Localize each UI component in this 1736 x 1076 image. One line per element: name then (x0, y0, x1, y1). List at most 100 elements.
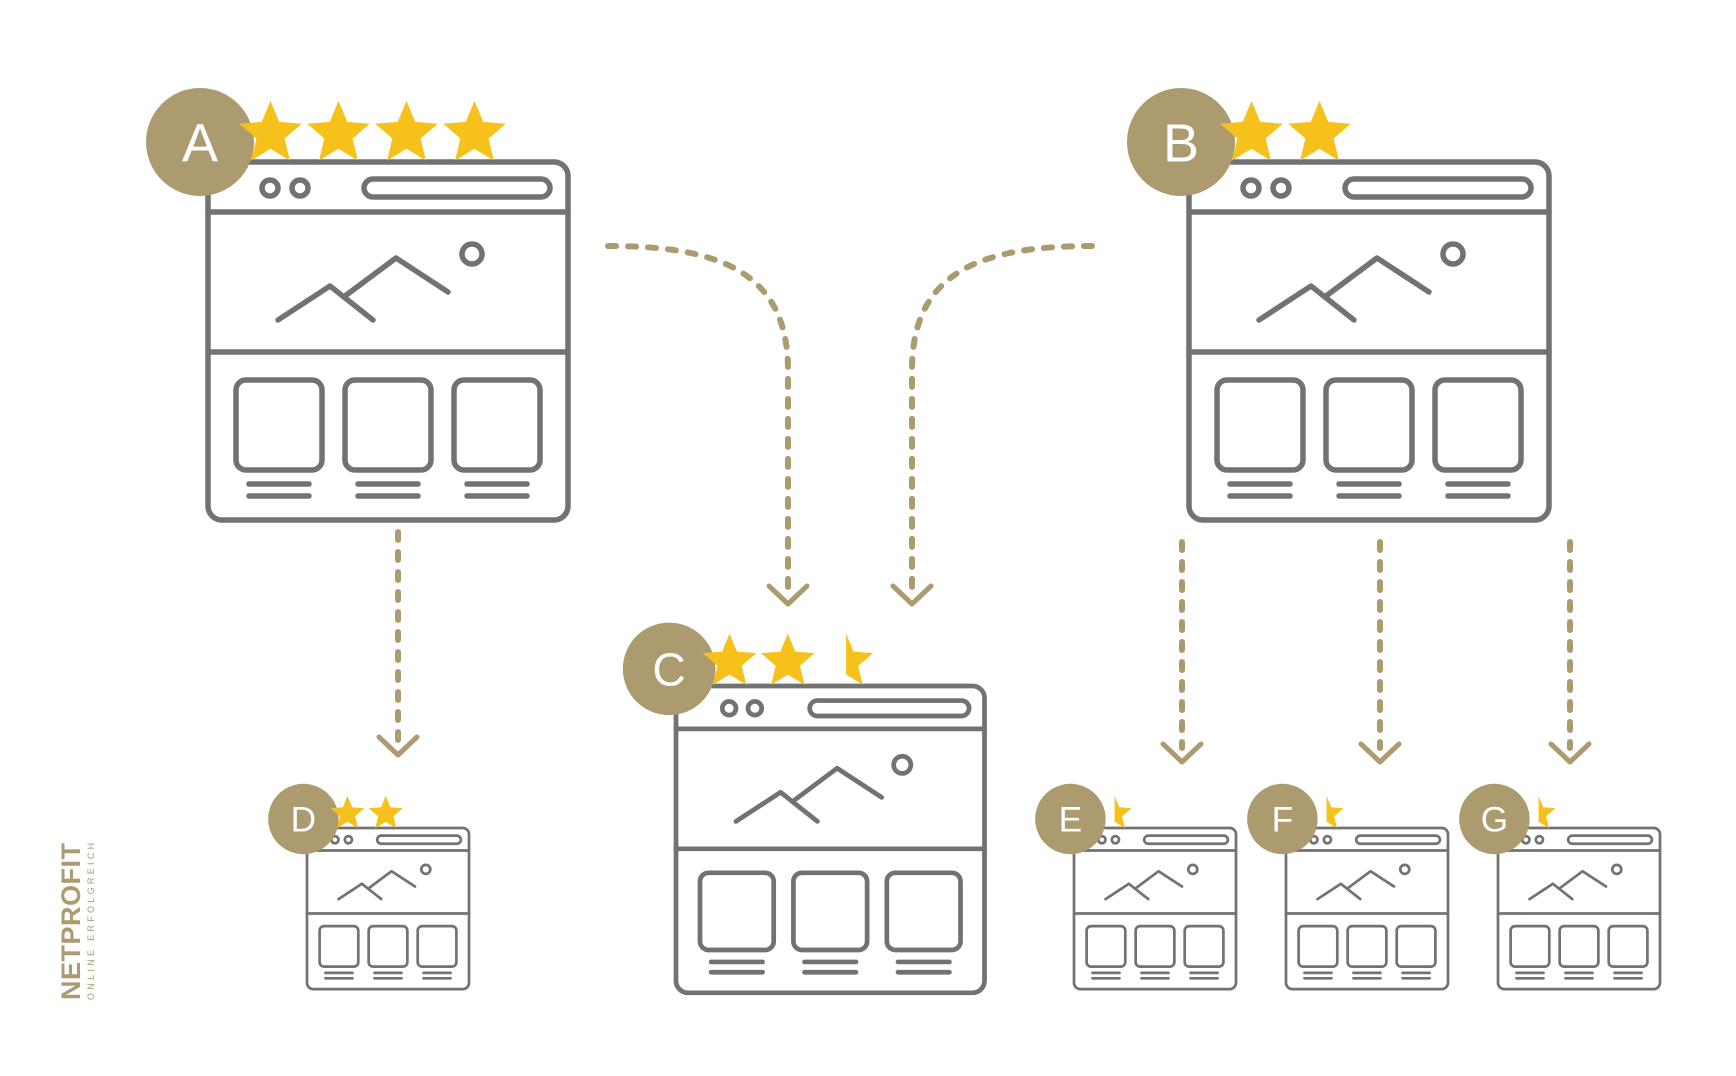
content-card (791, 870, 870, 975)
page-label: F (1272, 801, 1294, 840)
webpage-a (205, 159, 571, 523)
link-arrows (376, 243, 1592, 765)
star-icon (760, 633, 815, 685)
image-placeholder-icon (1256, 241, 1466, 323)
content-card (1297, 924, 1339, 980)
webpage-b (1186, 159, 1552, 523)
window-dot-icon (343, 834, 354, 845)
brand-name: NETPROFIT (56, 842, 86, 1001)
browser-window (305, 826, 471, 991)
arrow-head-icon (1548, 741, 1592, 765)
image-placeholder-icon (733, 753, 914, 824)
netprofit-logo: NETPROFIT ONLINE ERFOLGREICH (56, 839, 97, 1001)
window-dot-icon (259, 177, 281, 199)
content-card (367, 924, 409, 980)
star-icon (702, 633, 757, 685)
dotted-line (909, 243, 1095, 595)
rating-stars (702, 633, 874, 685)
window-dot-icon (1240, 177, 1262, 199)
content-card (1558, 924, 1600, 980)
star-icon (330, 795, 365, 829)
star-icon (239, 100, 302, 161)
address-bar (807, 698, 972, 719)
page-badge-b: B (1127, 88, 1235, 196)
content-card (1085, 924, 1127, 980)
content-card (1607, 924, 1649, 980)
arrow-head-icon (1358, 741, 1402, 765)
window-dot-icon (719, 699, 739, 718)
star-icon (1288, 100, 1351, 161)
content-card (1134, 924, 1176, 980)
webpage-g (1496, 826, 1662, 991)
window-dot-icon (1110, 834, 1121, 845)
page-label: G (1481, 801, 1508, 840)
page-label: A (182, 113, 218, 173)
page-badge-e: E (1035, 783, 1106, 855)
window-dot-icon (745, 699, 765, 718)
sun-icon (891, 753, 914, 776)
sun-icon (1186, 863, 1199, 876)
star-icon (443, 100, 506, 161)
image-placeholder-icon (1316, 863, 1411, 901)
image-placeholder-icon (337, 863, 432, 901)
content-card (318, 924, 360, 980)
star-icon (307, 100, 370, 161)
window-dot-icon (1534, 834, 1545, 845)
arrow-head-icon (890, 583, 934, 607)
page-badge-f: F (1247, 783, 1318, 855)
page-badge-c: C (622, 622, 716, 716)
webpage-f (1284, 826, 1450, 991)
content-card (342, 377, 434, 499)
star-icon (1220, 100, 1283, 161)
browser-window (673, 683, 987, 996)
webpage-d (305, 826, 471, 991)
content-card (1323, 377, 1415, 499)
address-bar (375, 834, 463, 846)
link-arrow-a-c (605, 243, 810, 607)
address-bar (1142, 834, 1230, 846)
content-card (233, 377, 325, 499)
half-star-icon (1326, 795, 1344, 829)
sun-icon (459, 241, 485, 267)
page-badge-a: A (146, 88, 254, 196)
arrow-head-icon (1160, 741, 1204, 765)
content-card (451, 377, 543, 499)
half-star-icon (846, 633, 874, 685)
page-label: C (652, 644, 685, 696)
page-label: B (1163, 113, 1199, 173)
half-star-icon (1114, 795, 1132, 829)
rating-stars (1220, 100, 1351, 161)
arrow-head-icon (376, 734, 420, 758)
rating-stars (330, 795, 403, 829)
star-icon (375, 100, 438, 161)
address-bar (1342, 176, 1534, 200)
page-badge-g: G (1459, 783, 1530, 855)
content-card (1395, 924, 1437, 980)
image-placeholder-icon (1528, 863, 1623, 901)
browser-window (1496, 826, 1662, 991)
content-card (697, 870, 777, 975)
window-dot-icon (289, 177, 311, 199)
star-icon (368, 795, 403, 829)
browser-window (205, 159, 571, 523)
image-placeholder-icon (1104, 863, 1199, 901)
rating-stars (1326, 795, 1344, 829)
webpage-c (673, 683, 987, 996)
dotted-line (605, 243, 791, 595)
rating-stars (1114, 795, 1132, 829)
link-arrow-a-d (376, 529, 420, 758)
content-card (1214, 377, 1306, 499)
half-star-icon (1538, 795, 1556, 829)
page-label: E (1059, 801, 1083, 840)
page-label: D (291, 801, 316, 840)
address-bar (1354, 834, 1442, 846)
rating-stars (239, 100, 506, 161)
address-bar (1566, 834, 1654, 846)
link-arrow-b-e (1160, 539, 1204, 765)
brand-tagline: ONLINE ERFOLGREICH (86, 839, 96, 1000)
content-card (1509, 924, 1551, 980)
rating-stars (1538, 795, 1556, 829)
content-card (1183, 924, 1225, 980)
arrow-head-icon (766, 583, 810, 607)
